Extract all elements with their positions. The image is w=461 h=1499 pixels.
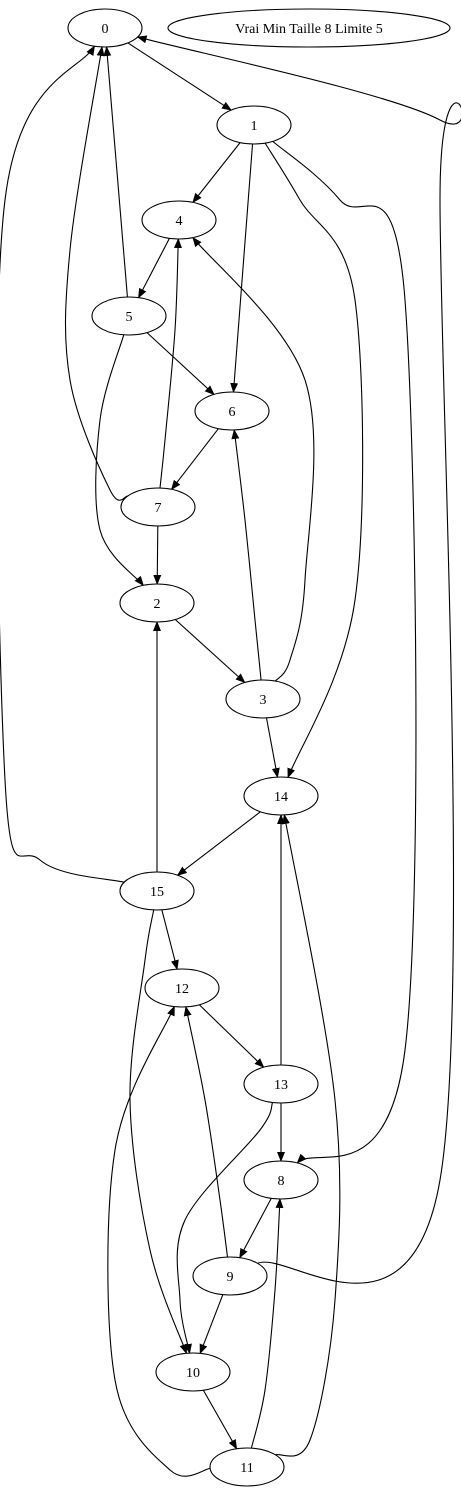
node-10: 10: [155, 1352, 231, 1392]
edge-1-to-14: [264, 142, 364, 779]
node-15-shape: [119, 871, 195, 911]
node-13-label: 13: [274, 1078, 288, 1093]
edge-9-to-12: [183, 1005, 229, 1258]
node-12: 12: [144, 968, 220, 1008]
edge-9-to-0: [136, 35, 461, 1284]
node-13: 13: [243, 1064, 319, 1104]
edge-14-to-15: [176, 811, 261, 876]
edge-15-to-0: [0, 45, 125, 883]
node-15: 15: [119, 871, 195, 911]
node-2: 2: [119, 583, 195, 623]
node-8-label: 8: [278, 1174, 285, 1189]
graph-title: Vrai Min Taille 8 Limite 5: [235, 22, 383, 37]
node-14: 14: [243, 776, 319, 816]
node-12-label: 12: [175, 982, 189, 997]
edge-1-to-6: [230, 143, 254, 394]
edge-1-to-4: [192, 142, 241, 204]
node-2-shape: [119, 583, 195, 623]
node-0-shape: [67, 8, 143, 48]
node-4-shape: [141, 200, 217, 240]
node-5-label: 5: [126, 310, 133, 325]
node-8-shape: [243, 1160, 319, 1200]
node-12-shape: [144, 968, 220, 1008]
node-5: 5: [91, 296, 167, 336]
edge-11-to-12: [107, 1005, 211, 1477]
node-3-label: 3: [260, 693, 267, 708]
edge-11-to-14: [275, 813, 341, 1457]
edge-0-to-1: [127, 42, 232, 111]
edge-11-to-8: [250, 1197, 284, 1449]
node-3: 3: [225, 679, 301, 719]
node-9-shape: [192, 1256, 268, 1296]
node-1: 1: [216, 105, 292, 145]
node-14-shape: [243, 776, 319, 816]
node-7: 7: [120, 487, 196, 527]
edge-7-to-0: [64, 45, 128, 501]
edge-7-to-2: [153, 525, 162, 585]
edge-10-to-11: [202, 1389, 238, 1450]
edge-5-to-6: [146, 332, 215, 396]
node-4-label: 4: [176, 214, 183, 229]
node-1-shape: [216, 105, 292, 145]
node-11-shape: [209, 1447, 285, 1487]
node-14-label: 14: [274, 790, 288, 805]
edge-5-to-0: [103, 45, 128, 298]
edges-layer: [0, 35, 461, 1477]
node-6: 6: [194, 391, 270, 431]
node-4: 4: [141, 200, 217, 240]
edge-9-to-10: [199, 1294, 224, 1355]
edge-3-to-4: [192, 236, 315, 682]
node-6-label: 6: [229, 405, 236, 420]
node-0-label: 0: [102, 22, 109, 37]
node-8: 8: [243, 1160, 319, 1200]
node-10-shape: [155, 1352, 231, 1392]
node-15-label: 15: [150, 885, 164, 900]
node-5-shape: [91, 296, 167, 336]
node-9-label: 9: [227, 1270, 234, 1285]
node-3-shape: [225, 679, 301, 719]
edge-3-to-14: [265, 717, 280, 779]
node-7-shape: [120, 487, 196, 527]
node-1-label: 1: [251, 119, 258, 134]
edge-12-to-13: [198, 1004, 265, 1068]
node-7-label: 7: [155, 501, 162, 516]
node-13-shape: [243, 1064, 319, 1104]
edge-7-to-4: [159, 237, 182, 489]
node-6-shape: [194, 391, 270, 431]
edge-6-to-7: [171, 428, 219, 491]
node-0: 0: [67, 8, 143, 48]
edge-15-to-12: [161, 909, 179, 971]
edge-3-to-6: [231, 428, 262, 681]
edge-15-to-10: [129, 909, 188, 1355]
edge-13-to-10: [176, 1102, 274, 1355]
node-9: 9: [192, 1256, 268, 1296]
title-node: Vrai Min Taille 8 Limite 5: [167, 8, 451, 48]
node-11: 11: [209, 1447, 285, 1487]
edge-4-to-5: [138, 238, 170, 299]
node-11-label: 11: [240, 1461, 253, 1476]
edge-5-to-2: [95, 334, 144, 587]
node-2-label: 2: [154, 597, 161, 612]
edge-1-to-8: [272, 140, 417, 1164]
node-10-label: 10: [186, 1366, 200, 1381]
edge-8-to-9: [239, 1198, 272, 1259]
edge-2-to-3: [174, 619, 246, 684]
